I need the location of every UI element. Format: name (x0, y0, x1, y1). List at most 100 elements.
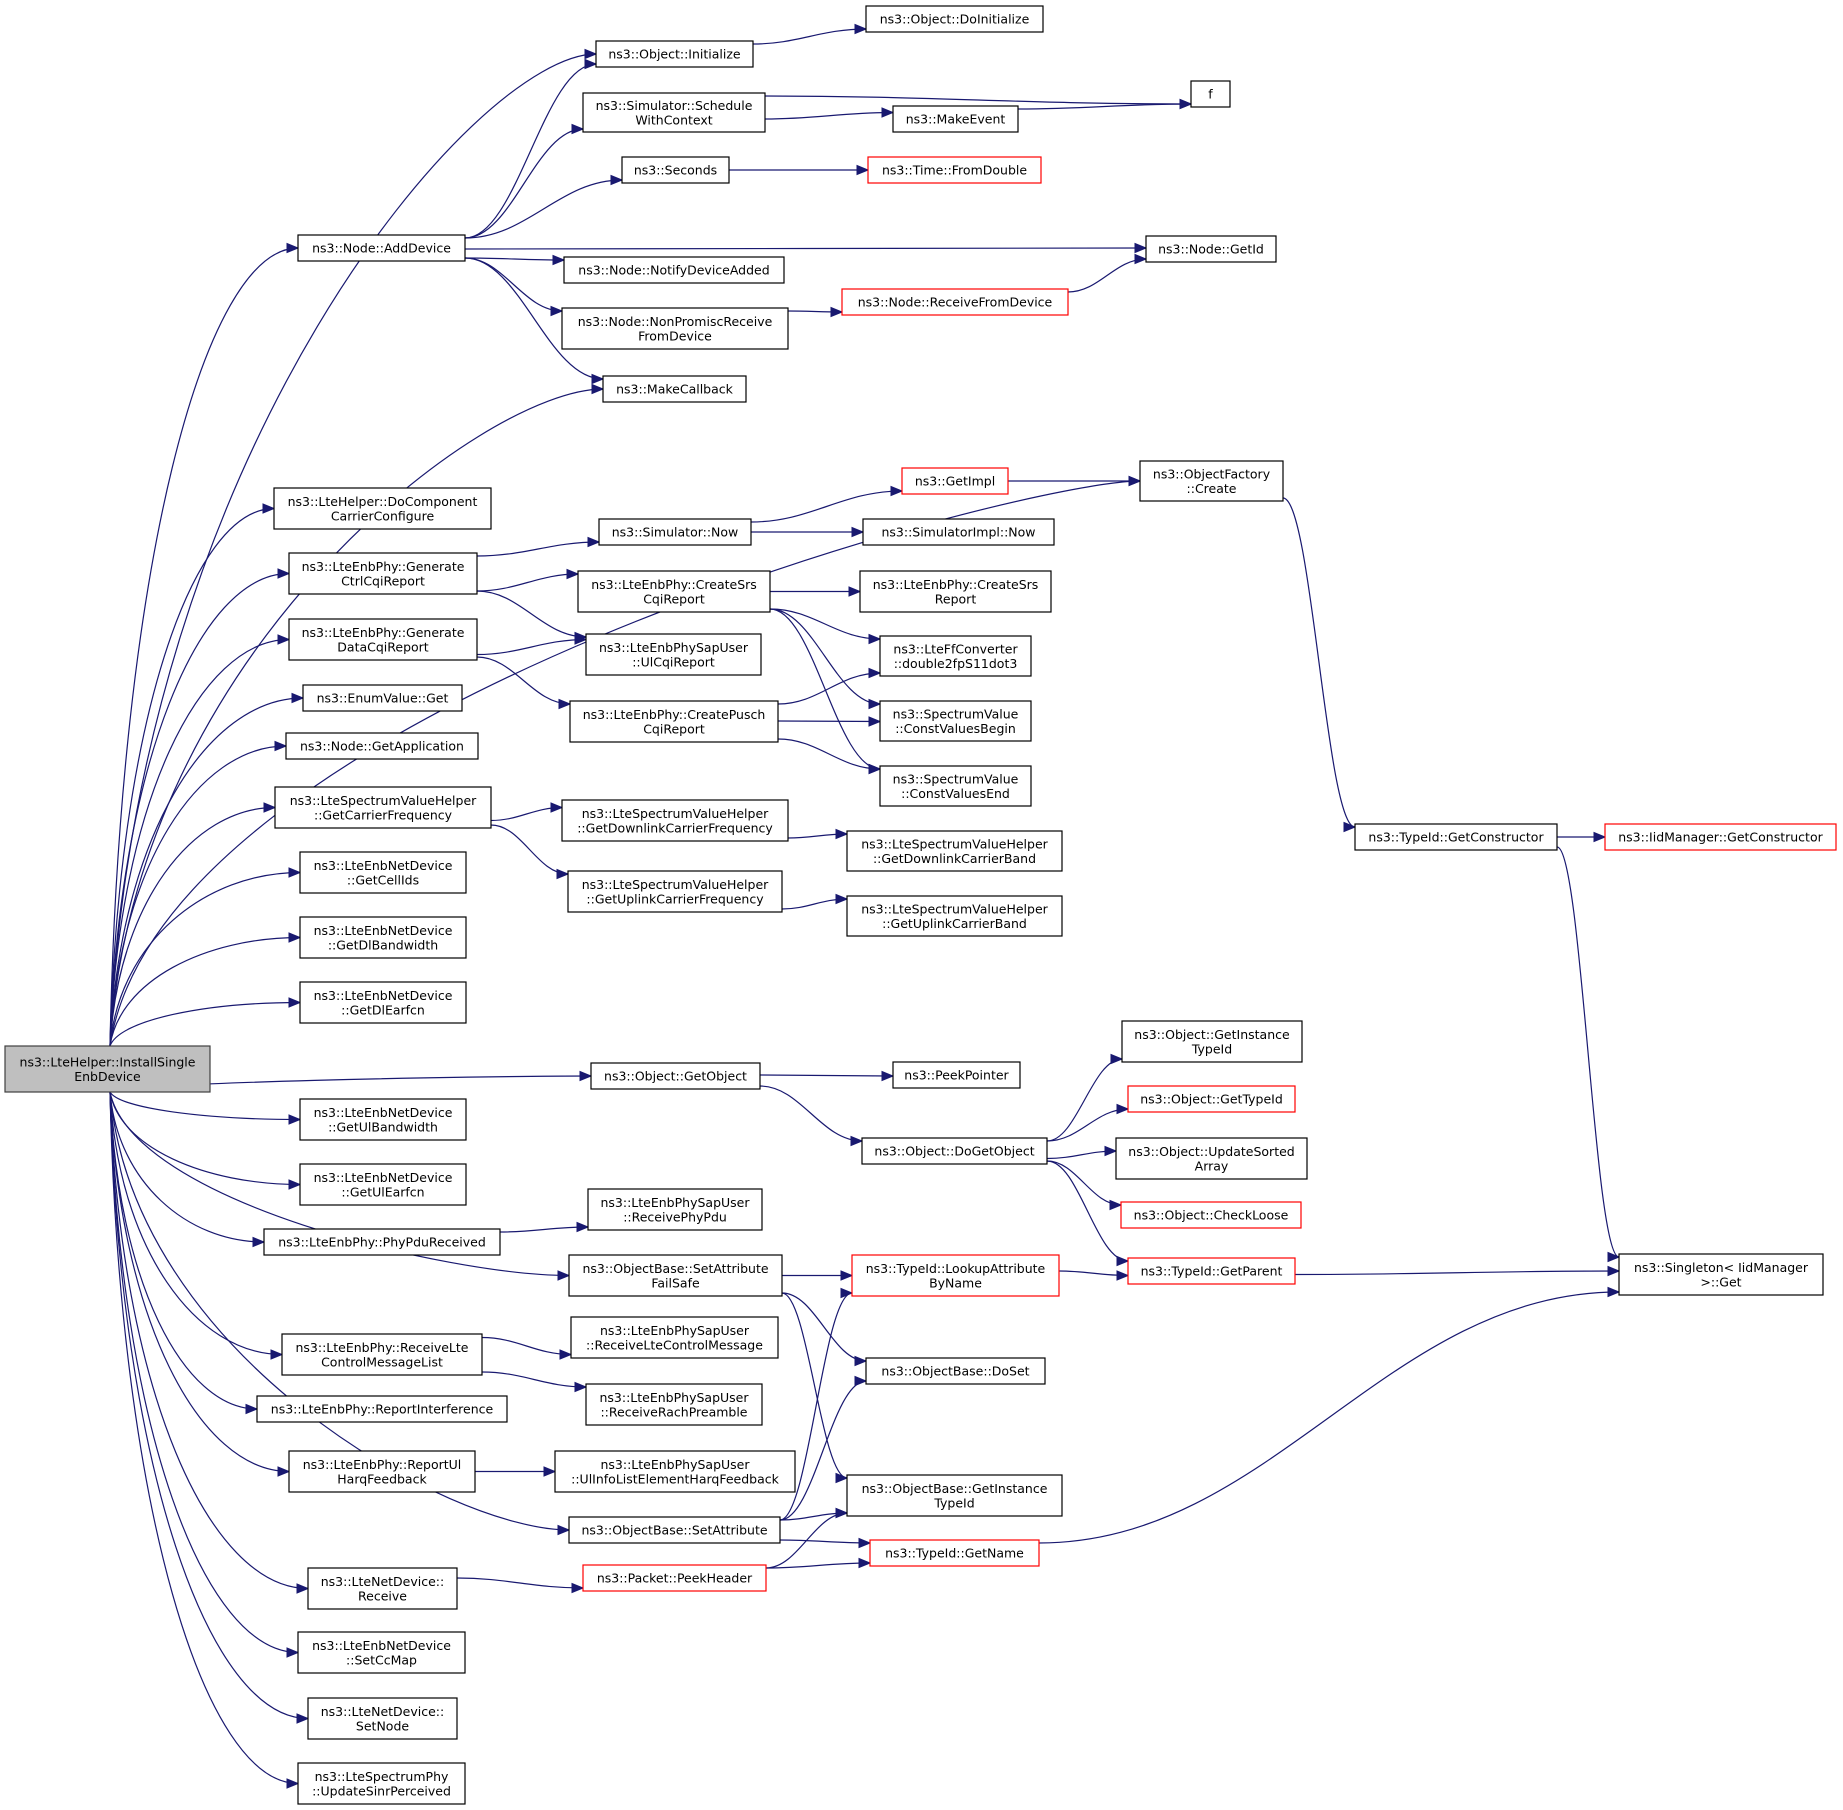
node-recv-rach[interactable]: ns3::LteEnbPhySapUser::ReceiveRachPreamb… (585, 1383, 763, 1426)
node-box[interactable] (297, 1762, 466, 1805)
node-box[interactable] (1127, 1257, 1296, 1285)
node-box[interactable] (585, 633, 762, 676)
node-box[interactable] (299, 981, 467, 1024)
node-box[interactable] (602, 375, 747, 403)
node-box[interactable] (297, 1631, 466, 1674)
node-box[interactable] (1190, 80, 1231, 108)
node-box[interactable] (1354, 823, 1558, 851)
node-box[interactable] (862, 518, 1055, 546)
node-obj-doinit[interactable]: ns3::Object::DoInitialize (865, 5, 1044, 33)
node-box[interactable] (1139, 460, 1284, 502)
node-ff-converter[interactable]: ns3::LteFfConverter::double2fpS11dot3 (879, 635, 1032, 677)
node-box[interactable] (846, 895, 1063, 937)
node-of-create[interactable]: ns3::ObjectFactory::Create (1139, 460, 1284, 502)
node-get-id[interactable]: ns3::Node::GetId (1145, 235, 1277, 263)
node-box[interactable] (299, 851, 467, 894)
node-box[interactable] (1121, 1020, 1303, 1063)
node-peek-header[interactable]: ns3::Packet::PeekHeader (582, 1564, 767, 1592)
node-get-ul-earfcn[interactable]: ns3::LteEnbNetDevice::GetUlEarfcn (299, 1163, 467, 1206)
node-box[interactable] (590, 1062, 761, 1090)
node-box[interactable] (561, 799, 789, 842)
node-get-dl-band[interactable]: ns3::LteSpectrumValueHelper::GetDownlink… (846, 830, 1063, 872)
node-make-event[interactable]: ns3::MakeEvent (892, 105, 1019, 133)
node-singleton-get[interactable]: ns3::Singleton< IidManager>::Get (1618, 1253, 1824, 1296)
node-get-ul-band[interactable]: ns3::LteSpectrumValueHelper::GetUplinkCa… (846, 895, 1063, 937)
node-box[interactable] (879, 700, 1032, 742)
node-ul-cqi-report[interactable]: ns3::LteEnbPhySapUser::UlCqiReport (585, 633, 762, 676)
node-cv-end[interactable]: ns3::SpectrumValue::ConstValuesEnd (879, 765, 1032, 807)
node-add-device[interactable]: ns3::Node::AddDevice (297, 234, 466, 262)
node-get-constructor[interactable]: ns3::TypeId::GetConstructor (1354, 823, 1558, 851)
node-notify-added[interactable]: ns3::Node::NotifyDeviceAdded (563, 256, 785, 284)
node-box[interactable] (865, 1357, 1046, 1385)
node-get-object[interactable]: ns3::Object::GetObject (590, 1062, 761, 1090)
node-recv-lte-ctrl-list[interactable]: ns3::LteEnbPhy::ReceiveLteControlMessage… (281, 1333, 483, 1376)
node-box[interactable] (841, 288, 1069, 316)
node-get-dl-carrier-freq[interactable]: ns3::LteSpectrumValueHelper::GetDownlink… (561, 799, 789, 842)
node-box[interactable] (307, 1697, 458, 1740)
node-recv-lte-ctrl-msg[interactable]: ns3::LteEnbPhySapUser::ReceiveLteControl… (570, 1316, 779, 1359)
node-set-node[interactable]: ns3::LteNetDevice::SetNode (307, 1697, 458, 1740)
node-seconds[interactable]: ns3::Seconds (621, 156, 730, 184)
node-box[interactable] (869, 1539, 1040, 1567)
node-box[interactable] (263, 1228, 501, 1256)
node-box[interactable] (568, 1254, 783, 1297)
node-sim-now[interactable]: ns3::Simulator::Now (598, 518, 752, 546)
node-box[interactable] (307, 1567, 458, 1610)
node-box[interactable] (846, 830, 1063, 872)
node-box[interactable] (1115, 1137, 1308, 1180)
node-box[interactable] (302, 684, 463, 712)
node-update-sinr[interactable]: ns3::LteSpectrumPhy::UpdateSinrPerceived (297, 1762, 466, 1805)
node-do-set[interactable]: ns3::ObjectBase::DoSet (865, 1357, 1046, 1385)
node-box[interactable] (288, 552, 478, 595)
node-box[interactable] (299, 1098, 467, 1141)
node-box[interactable] (570, 1316, 779, 1359)
node-simimpl-now[interactable]: ns3::SimulatorImpl::Now (862, 518, 1055, 546)
node-cv-begin[interactable]: ns3::SpectrumValue::ConstValuesBegin (879, 700, 1032, 742)
node-enum-get[interactable]: ns3::EnumValue::Get (302, 684, 463, 712)
node-obj-get-tid[interactable]: ns3::Object::GetTypeId (1127, 1085, 1296, 1113)
node-box[interactable] (859, 570, 1052, 613)
node-box[interactable] (4, 1045, 211, 1093)
node-get-dl-earfcn[interactable]: ns3::LteEnbNetDevice::GetDlEarfcn (299, 981, 467, 1024)
node-box[interactable] (274, 786, 492, 829)
node-get-carrier-freq[interactable]: ns3::LteSpectrumValueHelper::GetCarrierF… (274, 786, 492, 829)
node-box[interactable] (577, 570, 771, 613)
node-box[interactable] (587, 1188, 763, 1231)
node-box[interactable] (867, 156, 1042, 184)
node-box[interactable] (901, 467, 1009, 495)
node-box[interactable] (568, 1516, 781, 1544)
node-box[interactable] (569, 700, 779, 743)
node-get-parent[interactable]: ns3::TypeId::GetParent (1127, 1257, 1296, 1285)
node-box[interactable] (288, 1450, 476, 1493)
node-do-get-object[interactable]: ns3::Object::DoGetObject (861, 1137, 1048, 1165)
node-box[interactable] (879, 635, 1032, 677)
node-phy-pdu-received[interactable]: ns3::LteEnbPhy::PhyPduReceived (263, 1228, 501, 1256)
node-get-cell-ids[interactable]: ns3::LteEnbNetDevice::GetCellIds (299, 851, 467, 894)
node-tid-get-name[interactable]: ns3::TypeId::GetName (869, 1539, 1040, 1567)
node-box[interactable] (621, 156, 730, 184)
node-box[interactable] (582, 1564, 767, 1592)
node-box[interactable] (595, 40, 754, 68)
node-box[interactable] (1618, 1253, 1824, 1296)
node-box[interactable] (297, 234, 466, 262)
node-lte-receive[interactable]: ns3::LteNetDevice::Receive (307, 1567, 458, 1610)
node-box[interactable] (256, 1395, 508, 1423)
node-get-impl[interactable]: ns3::GetImpl (901, 467, 1009, 495)
node-box[interactable] (851, 1254, 1060, 1297)
node-box[interactable] (567, 870, 783, 913)
node-set-attribute[interactable]: ns3::ObjectBase::SetAttribute (568, 1516, 781, 1544)
node-recv-phy-pdu[interactable]: ns3::LteEnbPhySapUser::ReceivePhyPdu (587, 1188, 763, 1231)
node-box[interactable] (281, 1333, 483, 1376)
